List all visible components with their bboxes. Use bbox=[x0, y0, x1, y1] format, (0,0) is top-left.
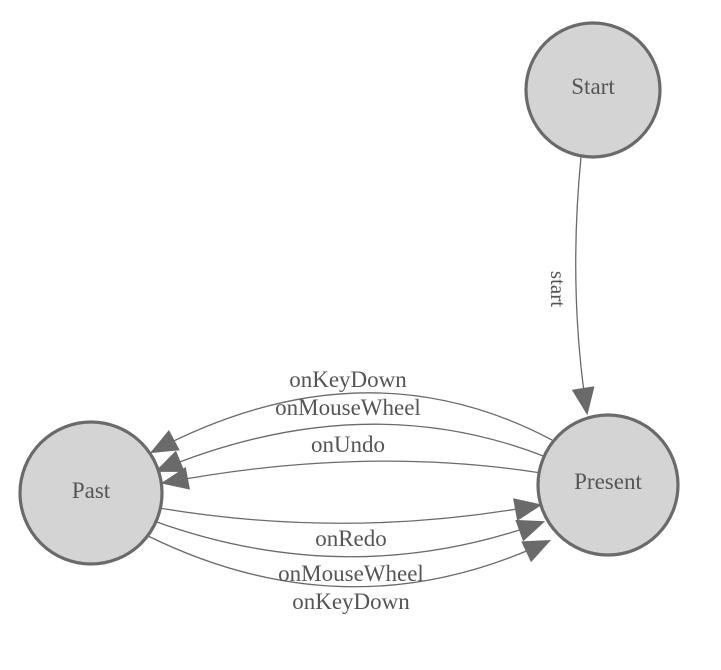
transition-edge-labels: start onKeyDown onMouseWheel onUndo onRe… bbox=[275, 271, 570, 614]
state-node-present-circle bbox=[536, 413, 680, 557]
state-node-start-label: Start bbox=[571, 74, 615, 99]
edge-label-onmousewheel-top: onMouseWheel bbox=[275, 395, 421, 420]
edge-start-to-present bbox=[571, 156, 595, 416]
state-node-start: Start bbox=[524, 21, 662, 159]
edge-present-to-past-onmousewheel bbox=[154, 423, 547, 472]
edge-label-onmousewheel-bottom: onMouseWheel bbox=[278, 561, 424, 586]
state-node-present: Present bbox=[536, 413, 680, 557]
edge-label-start: start bbox=[546, 271, 570, 307]
edge-past-to-present-onredo bbox=[158, 498, 543, 524]
transition-edges bbox=[147, 156, 595, 588]
edge-present-to-past-onkeydown bbox=[149, 392, 553, 454]
edge-past-to-present-onkeydown bbox=[147, 535, 552, 588]
state-node-start-circle bbox=[524, 21, 662, 159]
state-node-past-label: Past bbox=[72, 478, 111, 503]
edge-label-onkeydown-top: onKeyDown bbox=[289, 367, 407, 392]
edge-past-to-present-onmousewheel bbox=[153, 519, 546, 558]
state-node-present-label: Present bbox=[574, 469, 642, 494]
state-node-past: Past bbox=[18, 420, 164, 566]
edge-label-onredo: onRedo bbox=[315, 526, 387, 551]
edge-present-to-past-onundo bbox=[160, 460, 542, 490]
state-node-past-circle bbox=[18, 420, 164, 566]
edge-label-onkeydown-bottom: onKeyDown bbox=[292, 589, 410, 614]
edge-label-onundo: onUndo bbox=[311, 432, 385, 457]
